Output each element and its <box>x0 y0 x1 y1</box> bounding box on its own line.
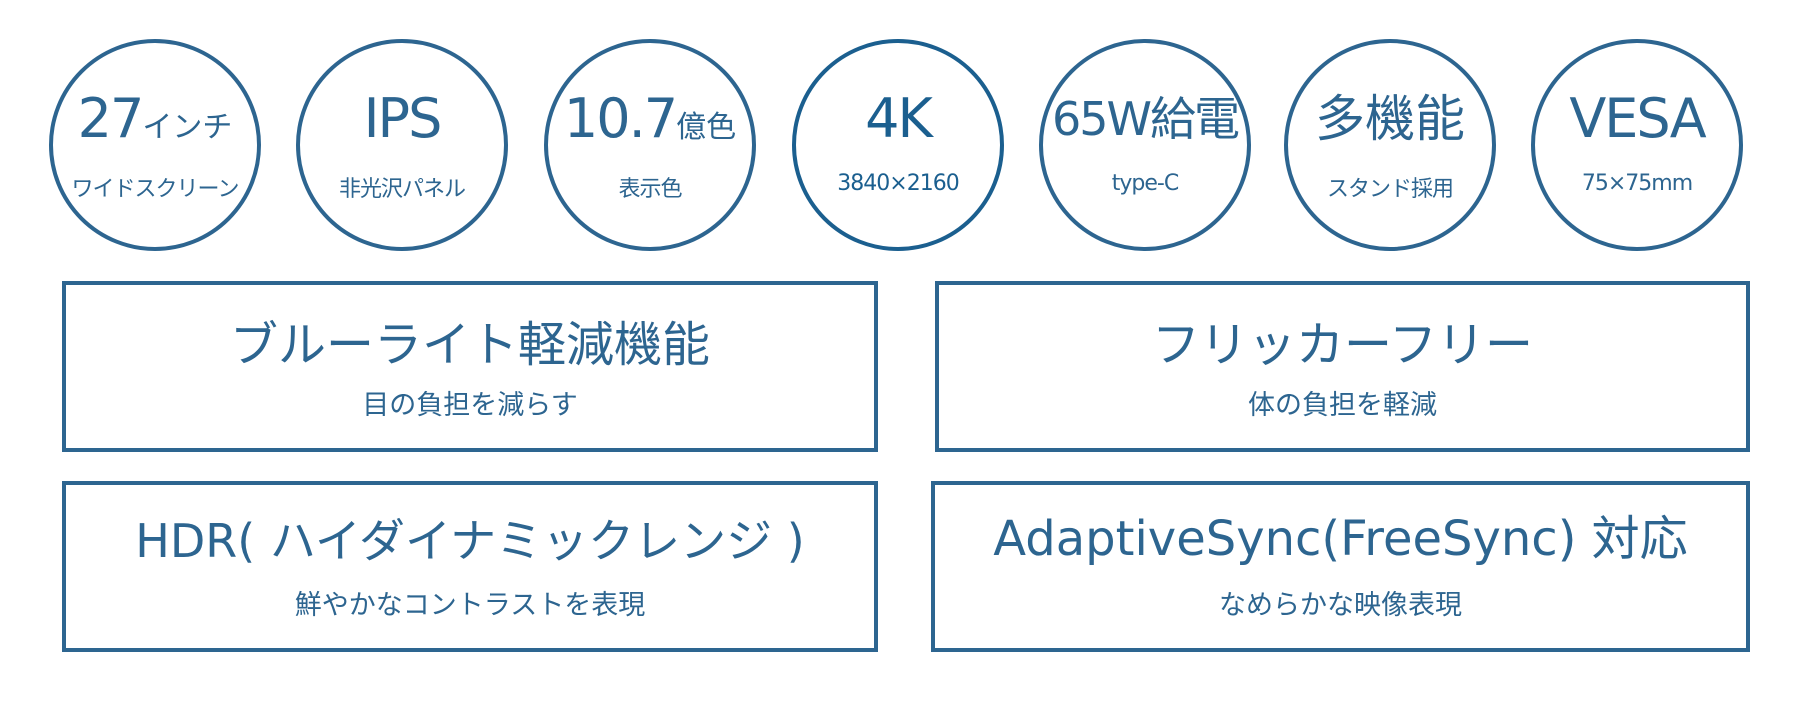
box-title: フリッカーフリー <box>1151 317 1534 373</box>
circle-main: 65W給電 <box>1051 92 1240 146</box>
box-title: HDR( ハイダイナミックレンジ ) <box>135 514 805 568</box>
circle-sub: 3840×2160 <box>837 171 959 196</box>
circle-main: 4K <box>865 87 933 150</box>
circle-sub: 非光沢パネル <box>338 177 466 202</box>
circle-main: VESA <box>1569 87 1706 150</box>
feature-box-hdr: HDR( ハイダイナミックレンジ ) 鮮やかなコントラストを表現 <box>62 481 878 652</box>
circle-main: IPS <box>363 87 443 150</box>
circle-suffix: 億色 <box>676 110 737 145</box>
box-sub: 目の負担を減らす <box>362 390 578 421</box>
circle-sub: 75×75mm <box>1581 171 1693 196</box>
feature-box-adaptivesync: AdaptiveSync(FreeSync) 対応 なめらかな映像表現 <box>931 481 1750 652</box>
circle-main: 10.7 <box>563 87 678 150</box>
box-sub: なめらかな映像表現 <box>1219 590 1462 621</box>
feature-circle-size: 27インチ ワイドスクリーン <box>49 39 261 251</box>
circle-sub: type-C <box>1111 171 1179 196</box>
box-sub: 体の負担を軽減 <box>1248 390 1437 421</box>
feature-circle-colors: 10.7億色 表示色 <box>544 39 756 251</box>
circle-main: 多機能 <box>1315 90 1465 148</box>
box-title: ブルーライト軽減機能 <box>229 317 710 373</box>
circle-sub: スタンド採用 <box>1326 177 1454 202</box>
circle-main: 27 <box>77 87 145 150</box>
feature-circle-vesa: VESA 75×75mm <box>1531 39 1743 251</box>
box-title: AdaptiveSync(FreeSync) 対応 <box>993 511 1688 567</box>
circle-sub: 表示色 <box>618 177 682 202</box>
box-sub: 鮮やかなコントラストを表現 <box>294 590 646 621</box>
circle-suffix: インチ <box>142 110 233 145</box>
circle-sub: ワイドスクリーン <box>71 177 240 202</box>
feature-box-flicker: フリッカーフリー 体の負担を軽減 <box>935 281 1750 452</box>
feature-circle-resolution: 4K 3840×2160 <box>792 39 1004 251</box>
feature-box-bluelight: ブルーライト軽減機能 目の負担を減らす <box>62 281 878 452</box>
feature-circle-stand: 多機能 スタンド採用 <box>1284 39 1496 251</box>
feature-circle-panel: IPS 非光沢パネル <box>296 39 508 251</box>
feature-circle-power: 65W給電 type-C <box>1039 39 1251 251</box>
